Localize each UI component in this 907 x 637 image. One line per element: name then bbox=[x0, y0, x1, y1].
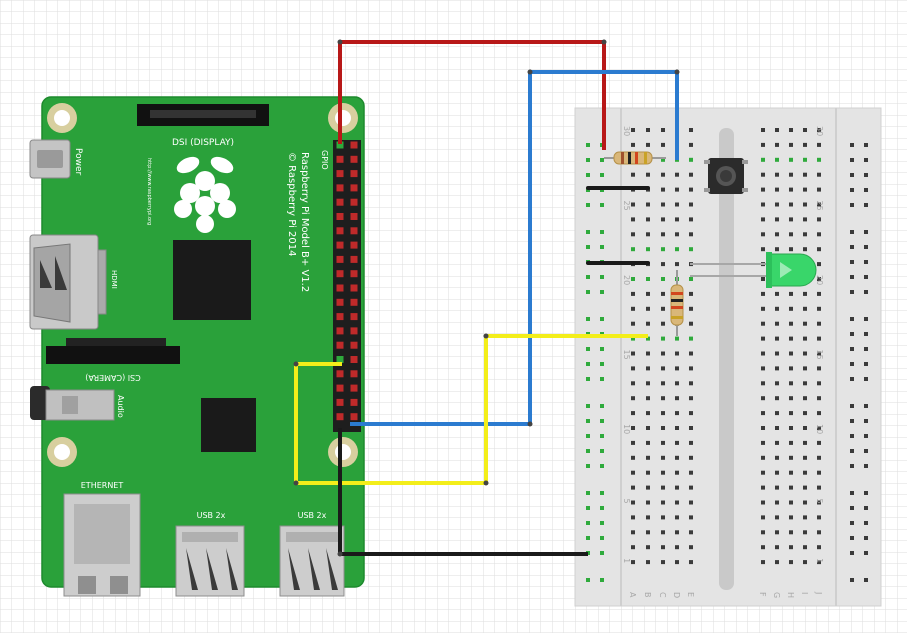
gpio-pin bbox=[336, 198, 344, 206]
column-letter-label: E bbox=[686, 592, 695, 597]
row-number-label: 15 bbox=[815, 350, 824, 360]
gpio-pin bbox=[336, 213, 344, 220]
ethernet-label: ETHERNET bbox=[81, 481, 124, 490]
usb-1-label: USB 2x bbox=[197, 511, 226, 520]
row-number-label: 5 bbox=[815, 499, 824, 504]
gpio-pin bbox=[350, 356, 358, 363]
gpio-pin bbox=[336, 356, 344, 363]
gpio-pin bbox=[350, 284, 358, 292]
row-number-label: 10 bbox=[815, 424, 824, 434]
resistor-horizontal bbox=[604, 151, 666, 165]
gpio-pin bbox=[336, 370, 344, 378]
dsi-label: DSI (DISPLAY) bbox=[172, 138, 234, 148]
gpio-pin bbox=[350, 184, 358, 192]
row-number-label: 5 bbox=[622, 499, 631, 504]
gpio-pin bbox=[336, 227, 344, 235]
yellow-wire bbox=[294, 334, 648, 485]
row-number-label: 20 bbox=[815, 275, 824, 285]
row-number-label: 15 bbox=[622, 350, 631, 360]
column-letter-label: F bbox=[758, 592, 767, 597]
resistor-vertical bbox=[670, 270, 684, 336]
column-letter-label: C bbox=[658, 592, 667, 598]
website-label: http://www.raspberrypi.org bbox=[146, 158, 152, 225]
raspberry-logo bbox=[174, 156, 236, 233]
column-letter-label: B bbox=[643, 592, 652, 598]
column-letter-label: H bbox=[786, 592, 795, 598]
gpio-pin bbox=[350, 313, 358, 321]
gpio-pin bbox=[336, 413, 344, 421]
csi-label: CSI (CAMERA) bbox=[85, 373, 141, 382]
push-button bbox=[704, 158, 748, 194]
row-number-label: 25 bbox=[815, 201, 824, 211]
column-letter-label: J bbox=[814, 591, 823, 594]
gpio-pin bbox=[350, 384, 358, 392]
gpio-pin bbox=[350, 270, 358, 278]
gpio-pin bbox=[336, 241, 344, 249]
hdmi-port bbox=[29, 234, 107, 330]
gpio-pin bbox=[350, 170, 358, 178]
copyright-label: © Raspberry Pi 2014 bbox=[286, 152, 297, 256]
gpio-pin bbox=[350, 255, 358, 263]
gpio-pin bbox=[350, 227, 358, 235]
column-letter-label: A bbox=[628, 592, 637, 598]
gpio-pin bbox=[350, 341, 358, 349]
raspberry-pi-board: Power DSI (DISPLAY) http://www.raspberry… bbox=[29, 96, 365, 597]
model-label: Raspberry Pi Model B+ V1.2 bbox=[299, 152, 310, 292]
gpio-pins bbox=[336, 141, 358, 421]
center-channel bbox=[719, 128, 734, 590]
audio-label: Audio bbox=[116, 395, 125, 418]
gpio-pin bbox=[350, 398, 358, 406]
gpio-label: GPIO bbox=[320, 150, 329, 170]
gpio-pin bbox=[336, 398, 344, 406]
red-wire bbox=[338, 40, 606, 150]
row-number-label: 25 bbox=[622, 201, 631, 211]
gpio-pin bbox=[336, 341, 344, 349]
gpio-pin bbox=[336, 327, 344, 335]
gpio-pin bbox=[336, 298, 344, 306]
gpio-pin bbox=[350, 155, 358, 163]
gpio-pin bbox=[336, 141, 344, 149]
gpio-pin bbox=[350, 141, 358, 149]
hdmi-label: HDMI bbox=[110, 270, 118, 289]
gpio-pin bbox=[336, 155, 344, 163]
csi-connector bbox=[46, 346, 180, 364]
gpio-pin bbox=[336, 284, 344, 292]
usb-port-2 bbox=[279, 525, 345, 597]
row-number-label: 1 bbox=[622, 558, 631, 563]
gpio-pin bbox=[350, 213, 358, 220]
gpio-pin bbox=[336, 270, 344, 278]
wires bbox=[293, 39, 680, 557]
gpio-pin bbox=[350, 241, 358, 249]
gpio-pin bbox=[336, 184, 344, 192]
gpio-pin bbox=[350, 370, 358, 378]
usb-port-1 bbox=[175, 525, 245, 597]
usb-2-label: USB 2x bbox=[298, 511, 327, 520]
gpio-pin bbox=[336, 255, 344, 263]
power-label: Power bbox=[73, 148, 83, 176]
column-letter-label: G bbox=[772, 592, 781, 598]
row-number-label: 1 bbox=[815, 558, 824, 563]
row-number-label: 20 bbox=[622, 275, 631, 285]
gpio-pin bbox=[350, 413, 358, 421]
column-letter-label: D bbox=[672, 592, 681, 598]
column-letter-label: I bbox=[800, 592, 809, 594]
row-number-label: 30 bbox=[622, 126, 631, 136]
gpio-pin bbox=[336, 384, 344, 392]
gpio-pin bbox=[336, 313, 344, 321]
row-number-label: 10 bbox=[622, 424, 631, 434]
row-number-label: 30 bbox=[815, 126, 824, 136]
gpio-pin bbox=[350, 327, 358, 335]
gpio-pin bbox=[350, 298, 358, 306]
gpio-pin bbox=[350, 198, 358, 206]
led-green bbox=[690, 252, 817, 288]
lan-chip bbox=[201, 398, 256, 452]
soc-chip bbox=[173, 240, 251, 320]
ethernet-port bbox=[63, 493, 141, 597]
gpio-pin bbox=[336, 170, 344, 178]
audio-jack bbox=[30, 386, 115, 421]
